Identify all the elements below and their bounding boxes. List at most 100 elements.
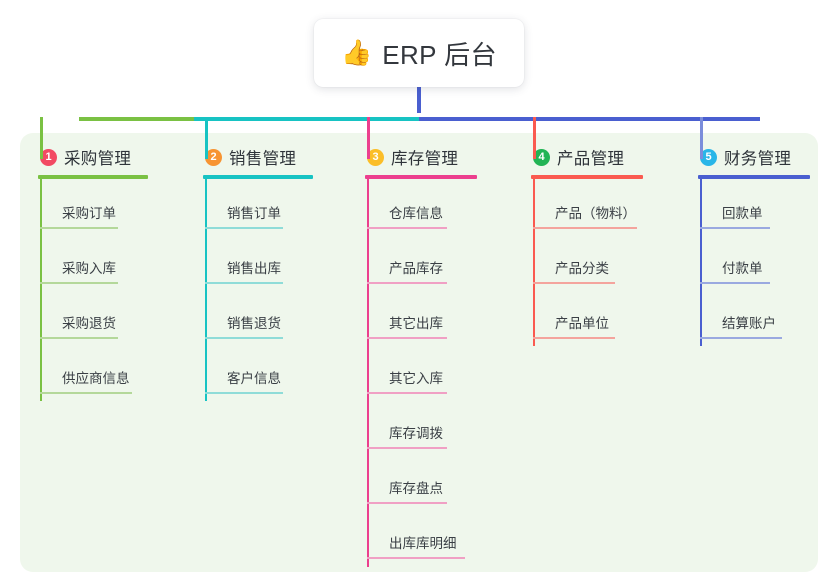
branch-item-list: 采购订单采购入库采购退货供应商信息 bbox=[38, 179, 148, 401]
branch-item[interactable]: 库存盘点 bbox=[367, 454, 477, 509]
branch-item[interactable]: 回款单 bbox=[700, 179, 810, 234]
bus-segment-blue bbox=[419, 117, 760, 121]
branch-item-label: 其它入库 bbox=[389, 371, 443, 386]
branch-item-rule bbox=[367, 227, 447, 229]
diagram-background-panel bbox=[20, 133, 818, 572]
branch-number-badge: 3 bbox=[367, 148, 384, 166]
branch-header-rule bbox=[365, 175, 477, 179]
branch-item-rule bbox=[367, 447, 447, 449]
branch-item-label: 产品（物料） bbox=[555, 206, 636, 221]
branch-item[interactable]: 销售退货 bbox=[205, 289, 313, 344]
branch-item-label: 供应商信息 bbox=[62, 371, 130, 386]
branch-item[interactable]: 销售订单 bbox=[205, 179, 313, 234]
root-node-label: ERP 后台 bbox=[382, 39, 497, 70]
branch-item-rule bbox=[40, 227, 118, 229]
branch-item[interactable]: 仓库信息 bbox=[367, 179, 477, 234]
branch-header-rule bbox=[698, 175, 810, 179]
branch-item-rule bbox=[367, 337, 447, 339]
branch-header-rule bbox=[531, 175, 643, 179]
branch-spine bbox=[367, 179, 369, 567]
branch-item-label: 回款单 bbox=[722, 206, 763, 221]
branch-number-badge: 5 bbox=[700, 148, 717, 166]
branch-spine bbox=[205, 179, 207, 401]
branch-title: 产品管理 bbox=[557, 150, 625, 168]
branch-item-rule bbox=[700, 227, 770, 229]
branch-item-label: 仓库信息 bbox=[389, 206, 443, 221]
branch-item[interactable]: 产品库存 bbox=[367, 234, 477, 289]
branch-item-rule bbox=[367, 502, 447, 504]
branch-item-label: 产品单位 bbox=[555, 316, 609, 331]
branch-item-rule bbox=[205, 282, 283, 284]
branch-column-2: 2 销售管理销售订单销售出库销售退货客户信息 bbox=[203, 146, 313, 401]
branch-item-label: 产品分类 bbox=[555, 261, 609, 276]
branch-item[interactable]: 其它入库 bbox=[367, 344, 477, 399]
connector-drop-2 bbox=[205, 117, 208, 159]
branch-number-badge: 4 bbox=[533, 148, 550, 166]
branch-item[interactable]: 出库库明细 bbox=[367, 509, 477, 564]
root-connector-stem bbox=[417, 87, 421, 113]
branch-number-badge: 1 bbox=[40, 148, 57, 166]
branch-item-rule bbox=[40, 337, 118, 339]
branch-item-rule bbox=[40, 282, 118, 284]
thumbs-up-icon: 👍 bbox=[341, 38, 373, 67]
branch-item-rule bbox=[533, 282, 615, 284]
branch-item-label: 库存盘点 bbox=[389, 481, 443, 496]
branch-item-rule bbox=[533, 227, 637, 229]
root-node-card[interactable]: 👍 ERP 后台 bbox=[314, 19, 524, 87]
branch-item-rule bbox=[205, 337, 283, 339]
branch-header-1[interactable]: 1 采购管理 bbox=[38, 146, 148, 168]
branch-header-rule bbox=[38, 175, 148, 179]
branch-item-label: 销售出库 bbox=[227, 261, 281, 276]
branch-item-list: 产品（物料） 产品分类产品单位 bbox=[531, 179, 643, 346]
branch-spine bbox=[533, 179, 535, 346]
branch-header-2[interactable]: 2 销售管理 bbox=[203, 146, 313, 168]
branch-number-badge: 2 bbox=[205, 148, 222, 166]
connector-drop-3 bbox=[367, 117, 370, 159]
branch-spine bbox=[40, 179, 42, 401]
branch-column-1: 1 采购管理采购订单采购入库采购退货供应商信息 bbox=[38, 146, 148, 401]
branch-item-label: 其它出库 bbox=[389, 316, 443, 331]
branch-header-rule bbox=[203, 175, 313, 179]
branch-item-rule bbox=[367, 392, 447, 394]
branch-item-label: 销售订单 bbox=[227, 206, 281, 221]
branch-item[interactable]: 客户信息 bbox=[205, 344, 313, 399]
branch-item-rule bbox=[533, 337, 615, 339]
branch-item-rule bbox=[205, 392, 283, 394]
branch-item-label: 客户信息 bbox=[227, 371, 281, 386]
branch-item[interactable]: 供应商信息 bbox=[40, 344, 148, 399]
branch-item-label: 结算账户 bbox=[722, 316, 776, 331]
branch-item-label: 出库库明细 bbox=[389, 536, 457, 551]
branch-item[interactable]: 其它出库 bbox=[367, 289, 477, 344]
bus-segment-teal bbox=[194, 117, 419, 121]
branch-item-rule bbox=[700, 337, 782, 339]
branch-item-label: 销售退货 bbox=[227, 316, 281, 331]
branch-spine bbox=[700, 179, 702, 346]
branch-item[interactable]: 产品分类 bbox=[533, 234, 643, 289]
branch-item[interactable]: 付款单 bbox=[700, 234, 810, 289]
branch-item-label: 采购入库 bbox=[62, 261, 116, 276]
branch-item[interactable]: 销售出库 bbox=[205, 234, 313, 289]
branch-item-list: 仓库信息产品库存其它出库其它入库库存调拨库存盘点出库库明细 bbox=[365, 179, 477, 567]
branch-item-label: 产品库存 bbox=[389, 261, 443, 276]
branch-item[interactable]: 结算账户 bbox=[700, 289, 810, 344]
branch-item[interactable]: 采购入库 bbox=[40, 234, 148, 289]
branch-item[interactable]: 产品单位 bbox=[533, 289, 643, 344]
branch-item-rule bbox=[367, 557, 465, 559]
branch-item[interactable]: 采购订单 bbox=[40, 179, 148, 234]
root-node-content: 👍 ERP 后台 bbox=[341, 35, 497, 72]
branch-item[interactable]: 产品（物料） bbox=[533, 179, 643, 234]
branch-item-rule bbox=[367, 282, 447, 284]
branch-title: 销售管理 bbox=[229, 150, 297, 168]
branch-item[interactable]: 库存调拨 bbox=[367, 399, 477, 454]
branch-title: 采购管理 bbox=[64, 150, 132, 168]
branch-item-label: 采购订单 bbox=[62, 206, 116, 221]
branch-item-label: 库存调拨 bbox=[389, 426, 443, 441]
bus-segment-green bbox=[79, 117, 194, 121]
branch-item[interactable]: 采购退货 bbox=[40, 289, 148, 344]
branch-header-4[interactable]: 4 产品管理 bbox=[531, 146, 643, 168]
